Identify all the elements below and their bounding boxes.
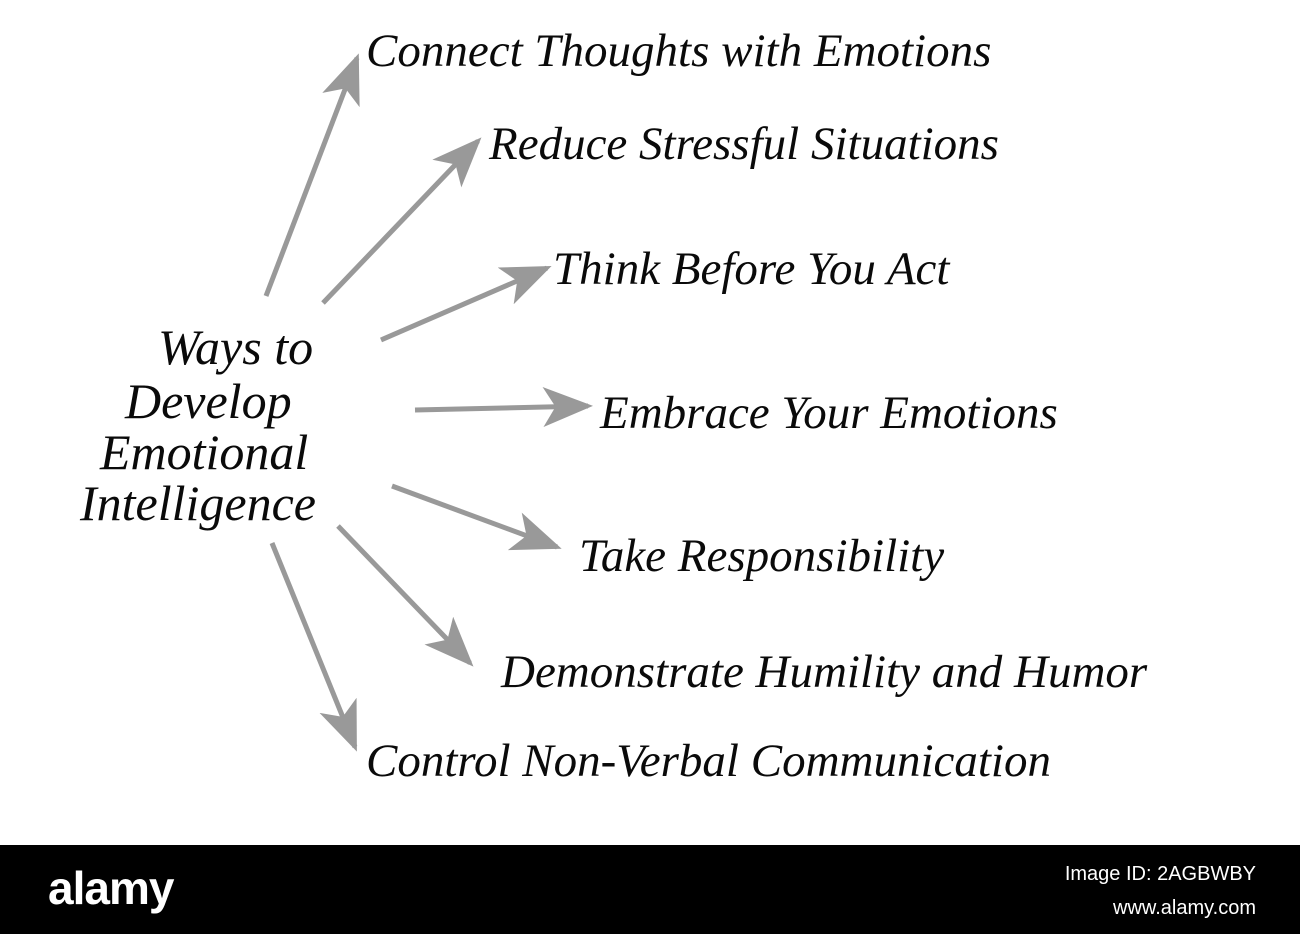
item-connect-thoughts: Connect Thoughts with Emotions <box>366 25 992 77</box>
arrow-think-before <box>380 265 552 343</box>
arrow-connect-thoughts <box>263 53 360 297</box>
arrow-control-nonverbal <box>269 542 358 752</box>
brand-logo: alamy <box>48 862 174 914</box>
item-control-nonverbal: Control Non-Verbal Communication <box>366 735 1051 787</box>
arrows-layer <box>263 53 593 752</box>
image-id-text: Image ID: 2AGBWBY <box>1064 863 1256 885</box>
watermark-footer: alamy Image ID: 2AGBWBY www.alamy.com <box>0 845 1300 934</box>
item-take-responsibility: Take Responsibility <box>579 530 945 582</box>
center-title-line-3: Emotional <box>100 424 309 480</box>
center-title-line-1: Ways to <box>158 319 314 375</box>
arrow-take-responsibility <box>391 483 562 551</box>
diagram: Ways to Develop Emotional Intelligence C… <box>80 25 1148 787</box>
item-demonstrate-humility: Demonstrate Humility and Humor <box>501 646 1148 698</box>
item-think-before: Think Before You Act <box>553 243 950 295</box>
arrow-demonstrate-humility <box>336 524 474 667</box>
site-url-text: www.alamy.com <box>1113 897 1256 919</box>
arrow-embrace-emotions <box>414 387 593 428</box>
item-embrace-emotions: Embrace Your Emotions <box>600 387 1058 439</box>
arrow-reduce-stress <box>321 137 482 305</box>
center-title-line-4: Intelligence <box>80 475 316 531</box>
item-reduce-stress: Reduce Stressful Situations <box>489 118 999 170</box>
center-title-line-2: Develop <box>125 373 292 429</box>
